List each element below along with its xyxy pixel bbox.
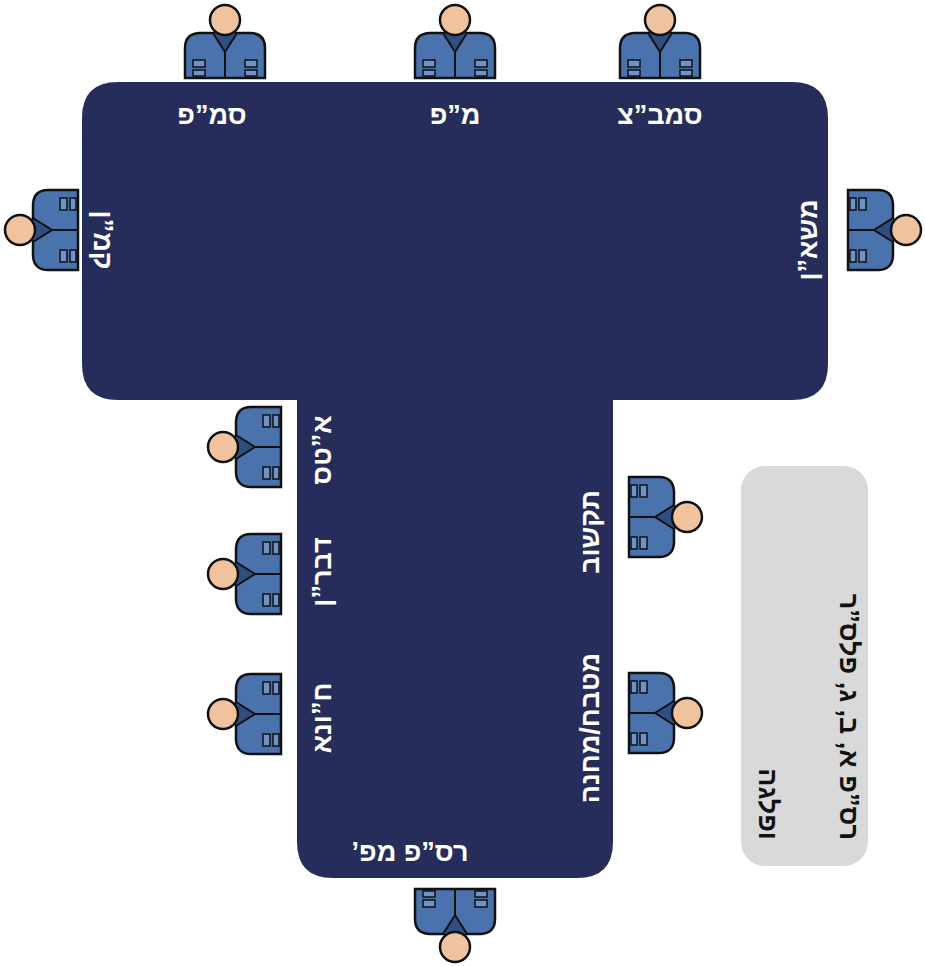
table-outline bbox=[82, 82, 828, 878]
person-icon bbox=[5, 190, 78, 270]
table-top bbox=[82, 82, 828, 878]
seat-label: קמ”ן bbox=[87, 211, 118, 270]
note-panel: רס”פ א, ב, ג, פלס”ר ופלגה bbox=[741, 466, 868, 866]
person-icon bbox=[415, 5, 495, 78]
person-icon bbox=[208, 674, 281, 754]
person-icon bbox=[415, 889, 495, 962]
seat-label: תקשוב bbox=[575, 490, 606, 574]
person-icon bbox=[620, 5, 700, 78]
seat-label: מ”פ bbox=[430, 100, 481, 131]
person-icon bbox=[629, 477, 702, 557]
seat-label: א”טס bbox=[307, 415, 338, 484]
seat-label: משא”ן bbox=[793, 199, 824, 280]
person-icon bbox=[208, 407, 281, 487]
seat-label: רס”פ מפ’ bbox=[352, 837, 469, 868]
seat-label: דבר”ן bbox=[307, 537, 338, 606]
seat-label: סמ”פ bbox=[177, 100, 246, 131]
person-icon bbox=[185, 5, 265, 78]
seat-label: סמב”צ bbox=[617, 100, 702, 131]
person-icon bbox=[629, 673, 702, 753]
table-shape: סמ”פ מ”פ סמב”צ קמ”ן משא”ן א”טס דבר”ן ח”ונא תקשוב… bbox=[82, 82, 828, 878]
note-text: רס”פ א, ב, ג, פלס”ר ופלגה bbox=[727, 540, 889, 840]
seat-label: ח”ונא bbox=[307, 683, 338, 754]
person-icon bbox=[848, 190, 921, 270]
seat-label: מטבח/מחנה bbox=[575, 653, 606, 803]
person-icon bbox=[208, 534, 281, 614]
